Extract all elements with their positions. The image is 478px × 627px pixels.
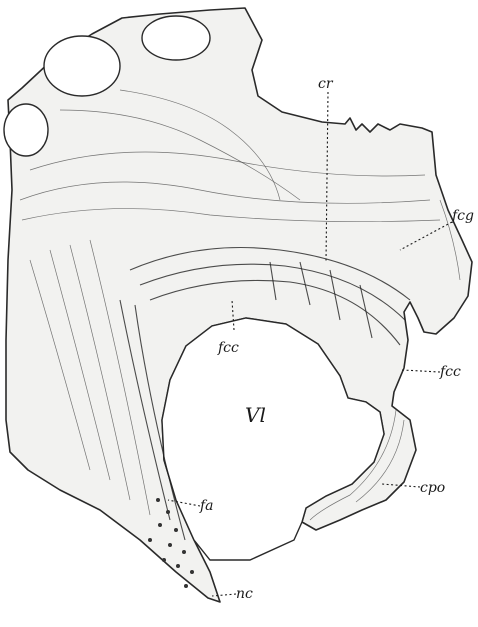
label-cr: cr	[318, 76, 334, 92]
upper-opening-2	[142, 16, 210, 60]
label-nc: nc	[236, 586, 253, 602]
upper-opening-3	[4, 104, 48, 156]
label-fcg: fcg	[451, 208, 474, 224]
label-fa: fa	[199, 498, 214, 514]
label-vl: Vl	[245, 403, 266, 427]
upper-opening-1	[44, 36, 120, 96]
fcc-right-leader	[402, 370, 440, 372]
label-fcc-right: fcc	[439, 364, 461, 380]
label-fcc-left: fcc	[217, 340, 239, 356]
label-cpo: cpo	[420, 480, 445, 496]
